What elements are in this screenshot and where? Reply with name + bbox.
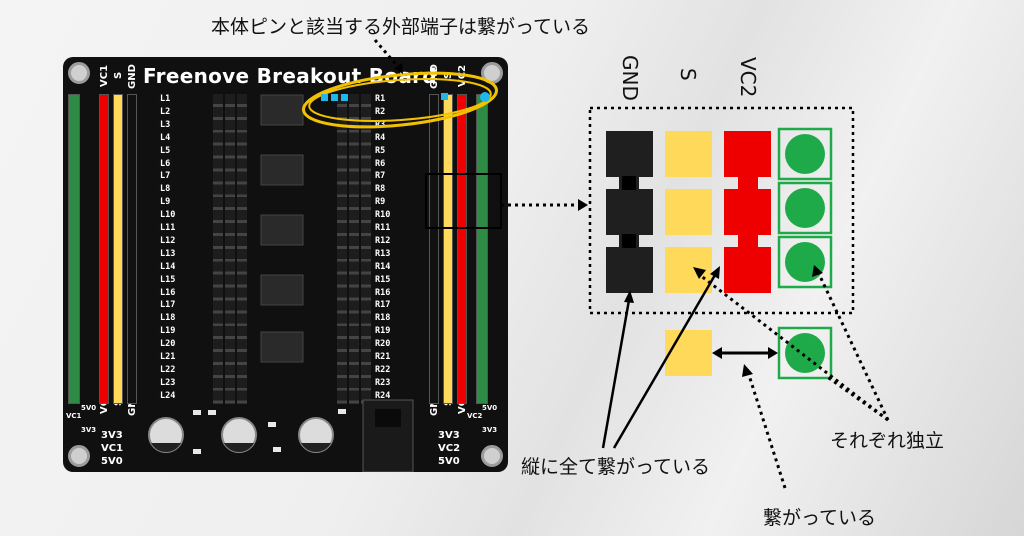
top-note: 本体ピンと該当する外部端子は繋がっている <box>211 16 591 38</box>
power-left-5v0: 5V0 <box>101 456 123 467</box>
independent-note: それぞれ独立 <box>830 430 945 452</box>
legend-gnd: GND <box>618 55 642 101</box>
mount-hole <box>481 445 503 467</box>
left-pin-label: L13 <box>158 248 178 259</box>
right-pin-label: R2 <box>375 106 386 117</box>
right-pin-label: R1 <box>375 94 386 104</box>
left-pin-label: L6 <box>158 158 173 169</box>
right-pin-label: R21 <box>375 352 391 362</box>
jumper-left-3v3: 3V3 <box>81 426 97 434</box>
left-pin-label: L4 <box>158 132 173 143</box>
power-left-vc1: VC1 <box>101 443 124 454</box>
left-pin-label: L12 <box>158 235 178 246</box>
right-pin-label: R3 <box>375 119 386 130</box>
jumper-left-5v0: 5V0 <box>81 404 97 412</box>
right-pin-label: R8 <box>375 184 386 195</box>
left-pin-label: L10 <box>158 210 178 221</box>
left-pin-label: L23 <box>158 377 178 388</box>
right-pin-label: R23 <box>375 377 391 388</box>
left-pin-label: L22 <box>158 364 178 375</box>
vertical-note: 縦に全て繋がっている <box>521 456 711 478</box>
right-pin-label: R11 <box>375 223 391 233</box>
connected-note: 繋がっている <box>763 507 877 529</box>
right-pin-label: R19 <box>375 326 391 337</box>
right-pin-label: R7 <box>375 171 386 182</box>
zoom-box <box>425 173 502 229</box>
header-pin-column <box>349 94 359 404</box>
breakout-board: Freenove Breakout Board VC1 S GND GND S … <box>63 57 508 472</box>
vc2-column <box>724 131 771 293</box>
s-column <box>665 131 712 376</box>
right-pin-label: R17 <box>375 300 391 311</box>
right-pin-label: R10 <box>375 210 391 221</box>
left-pin-label: L7 <box>158 171 173 182</box>
jumper-right-3v3: 3V3 <box>482 426 498 434</box>
left-pin-label: L11 <box>158 223 178 233</box>
right-vc2-strip <box>457 94 467 404</box>
right-pin-label: R15 <box>375 274 391 285</box>
right-pin-label: R12 <box>375 235 391 246</box>
gnd-column <box>606 131 653 293</box>
left-s-strip <box>113 94 123 404</box>
right-pin-label: R22 <box>375 364 391 375</box>
right-pin-label: R5 <box>375 145 386 156</box>
jumper-right-5v0: 5V0 <box>482 404 498 412</box>
highlight-ellipse <box>301 71 499 129</box>
left-terminal-strip <box>68 94 80 404</box>
left-pin-label: L9 <box>158 197 173 208</box>
legend-vc2: VC2 <box>736 57 760 98</box>
right-pin-label: R20 <box>375 339 391 350</box>
legend-s: S <box>676 68 700 81</box>
left-pin-label: L20 <box>158 339 178 350</box>
header-pin-column <box>213 94 223 404</box>
left-pin-label: L8 <box>158 184 173 195</box>
left-pin-label: L19 <box>158 326 178 337</box>
left-pin-label: L15 <box>158 274 178 285</box>
mount-hole <box>68 62 90 84</box>
left-pin-label: L1 <box>158 94 173 104</box>
legend-box <box>588 106 855 315</box>
left-pin-label: L14 <box>158 261 178 272</box>
jumper-left-vc1: VC1 <box>66 412 82 420</box>
left-pin-label: L16 <box>158 287 178 298</box>
right-gnd-strip <box>429 94 439 404</box>
board-components <box>148 94 414 472</box>
header-dot <box>341 94 348 101</box>
left-vc1-strip <box>99 94 109 404</box>
left-pin-label: L3 <box>158 119 173 130</box>
power-left-3v3: 3V3 <box>101 430 123 441</box>
terminal-dot <box>480 92 490 102</box>
power-right-vc2: VC2 <box>438 443 461 454</box>
right-pin-label: R6 <box>375 158 386 169</box>
right-pin-label: R16 <box>375 287 391 298</box>
power-right-5v0: 5V0 <box>438 456 460 467</box>
left-pin-label: L5 <box>158 145 173 156</box>
left-pin-label: L17 <box>158 300 178 311</box>
right-pin-label: R24 <box>375 390 391 401</box>
left-pin-label: L21 <box>158 352 178 362</box>
right-pin-label: R14 <box>375 261 391 272</box>
right-pin-label: R18 <box>375 313 391 324</box>
left-gnd-strip <box>127 94 137 404</box>
header-dot <box>441 93 448 100</box>
right-pin-label: R13 <box>375 248 391 259</box>
left-pin-label: L24 <box>158 390 178 401</box>
mount-hole <box>68 445 90 467</box>
left-pin-label: L2 <box>158 106 173 117</box>
power-right-3v3: 3V3 <box>438 430 460 441</box>
header-dot <box>321 94 328 101</box>
header-pin-column <box>225 94 235 404</box>
header-pin-column <box>237 94 247 404</box>
header-dot <box>331 94 338 101</box>
left-pin-label: L18 <box>158 313 178 324</box>
header-pin-column <box>337 94 347 404</box>
right-pin-label: R9 <box>375 197 386 208</box>
right-pin-label: R4 <box>375 132 386 143</box>
header-pin-column <box>361 94 371 404</box>
jumper-right-vc2: VC2 <box>467 412 483 420</box>
